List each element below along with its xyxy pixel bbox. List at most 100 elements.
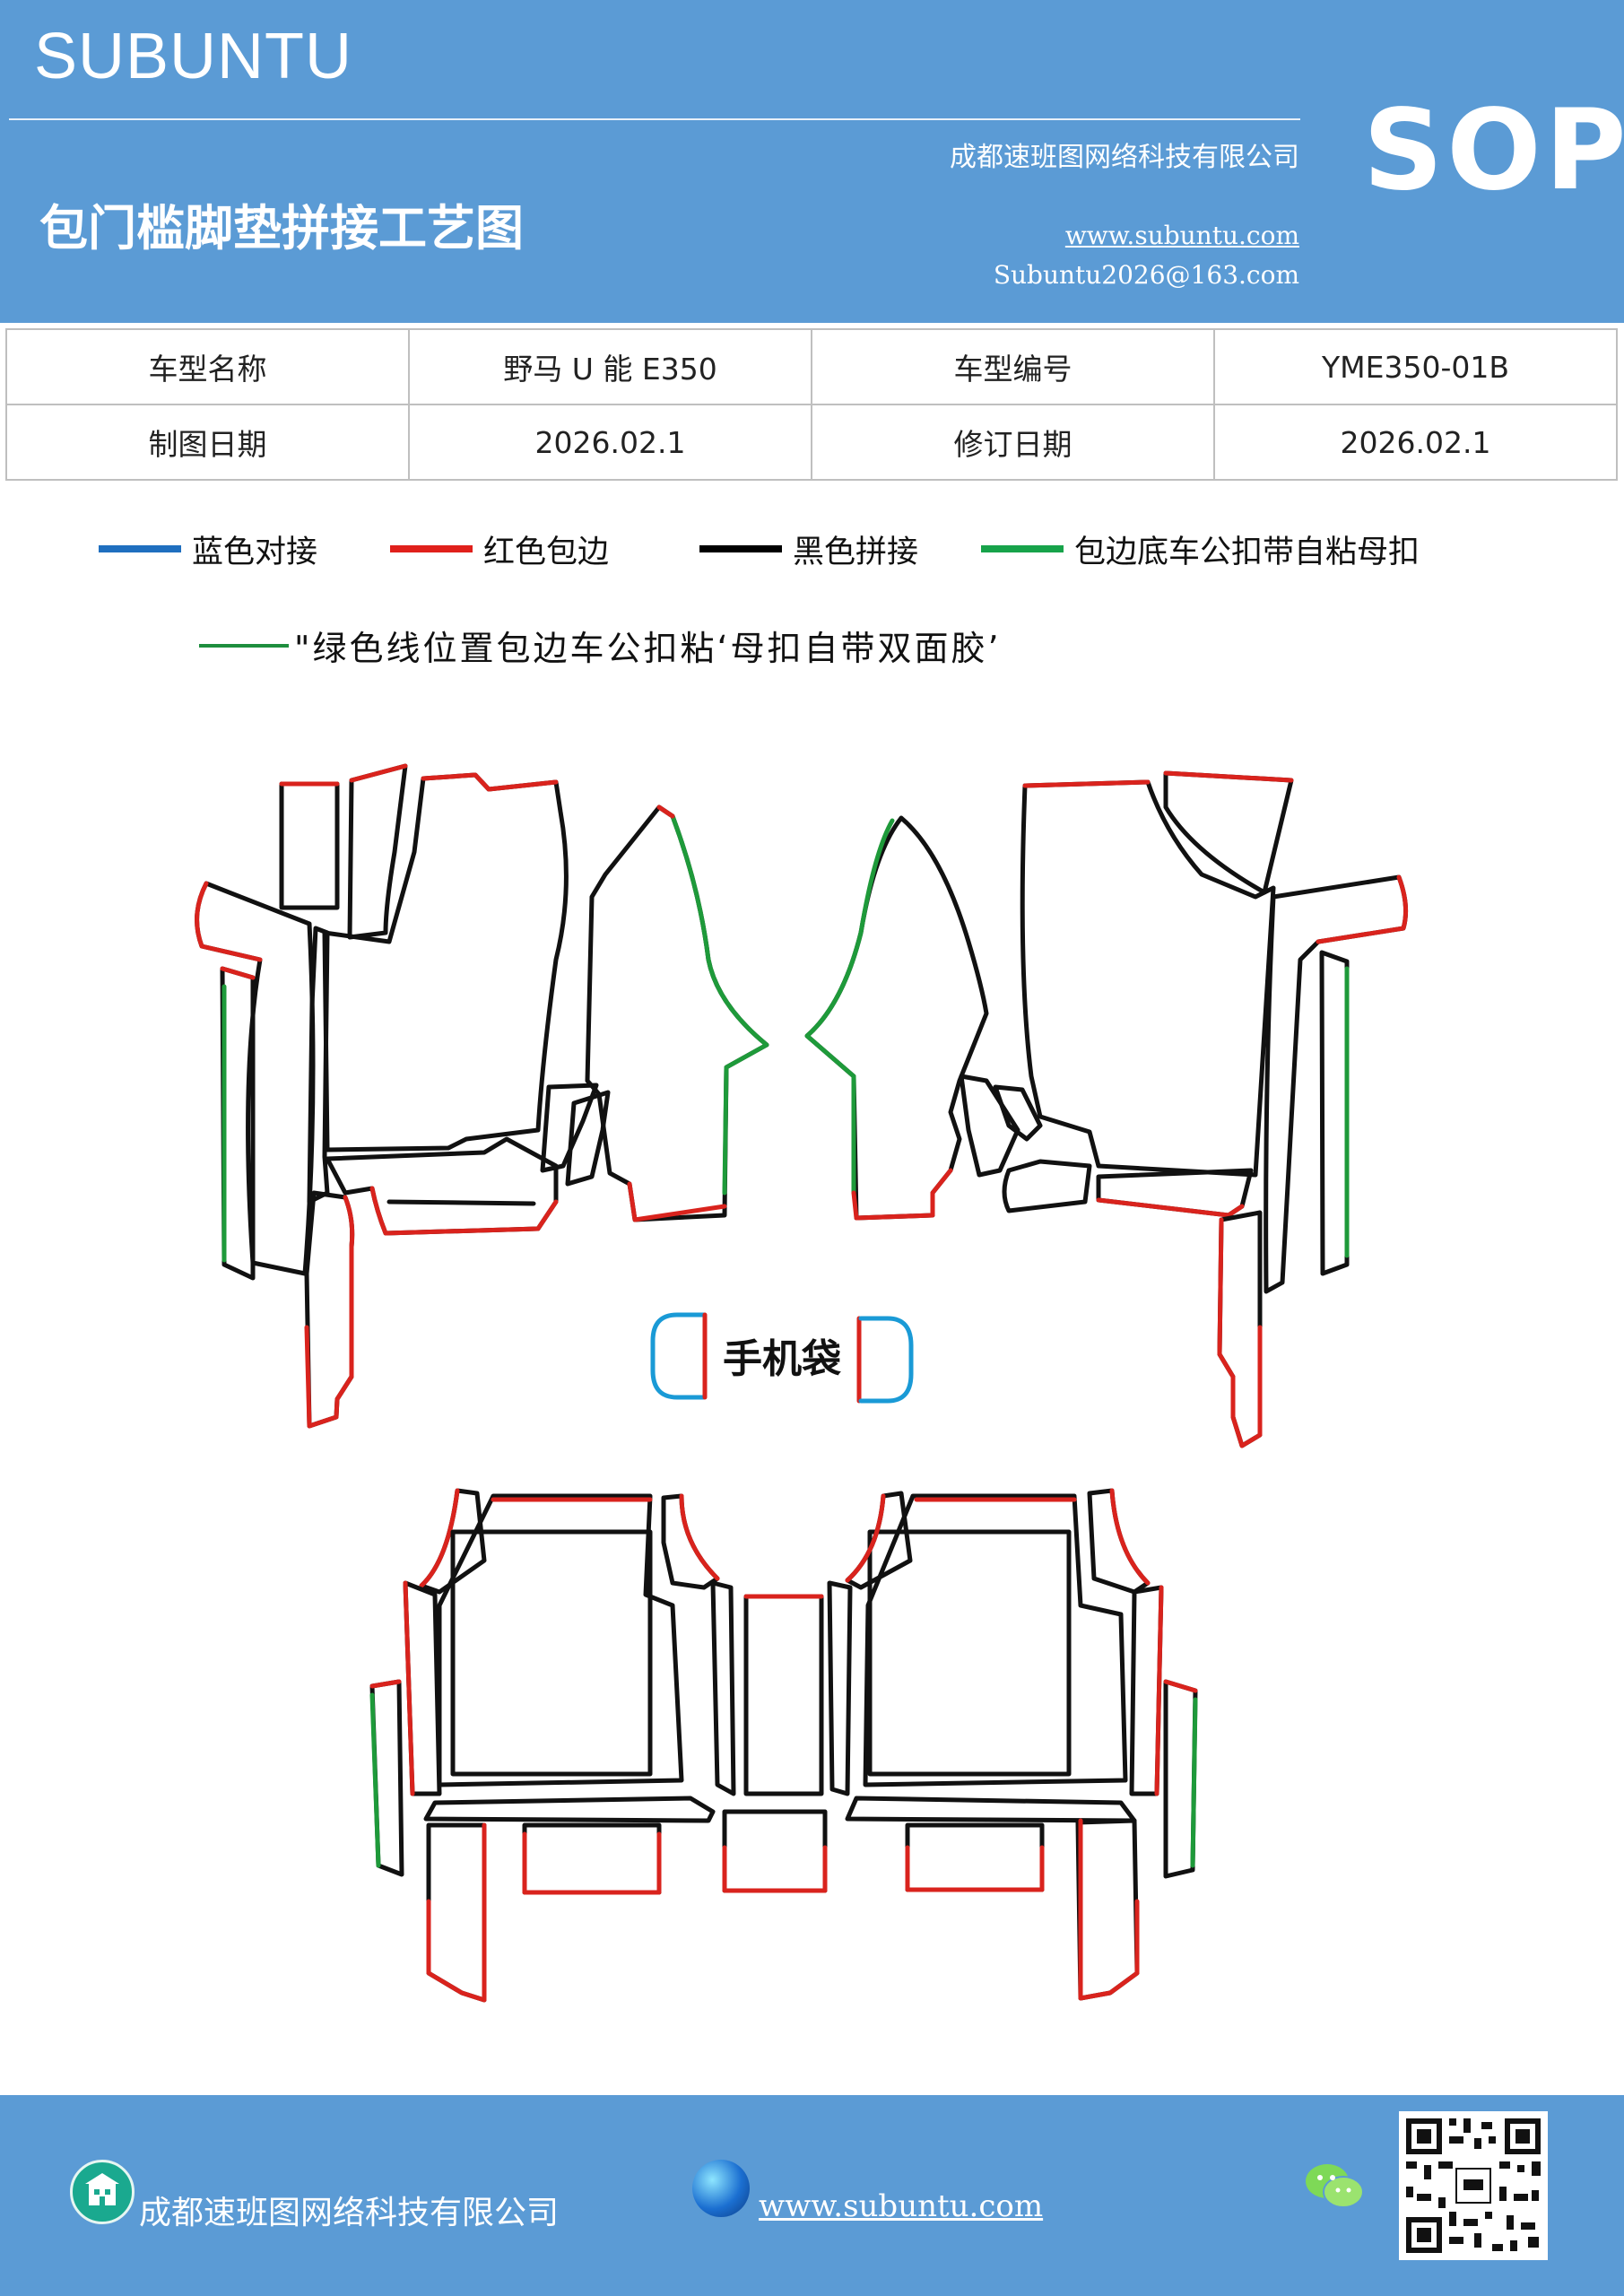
header-email[interactable]: Subuntu2026@163.com [993,260,1299,290]
table-row: 制图日期 2026.02.1 修订日期 2026.02.1 [5,404,1618,481]
sop-badge: SOP [1363,86,1624,215]
rear-right-bottom-rect-red [905,1845,1045,1892]
table-cell: 修订日期 [811,404,1215,481]
rear-right-side-red [1154,1585,1164,1796]
table-cell: 野马 U 能 E350 [408,328,812,405]
rear-left-bottom-rect [522,1822,662,1895]
header-company: 成都速班图网络科技有限公司 [950,142,1299,173]
left-slant-strip-red [349,763,408,783]
table-row: 车型名称 野马 U 能 E350 车型编号 YME350-01B [5,328,1618,405]
table-cell: 车型名称 [5,328,410,405]
globe-icon [692,2160,750,2217]
right-main-mat [1020,779,1276,1178]
left-lower-sill-inner-line [386,1199,536,1206]
brand-name: SUBUNTU [34,21,353,92]
legend-label: 红色包边 [483,534,610,570]
rear-right-outer-red [1163,1679,1198,1693]
left-lower-sill-bar [325,1136,559,1236]
legend-label: 黑色拼接 [793,534,919,570]
table-cell: 2026.02.1 [408,404,812,481]
right-lower-sill-red [1096,1197,1245,1218]
rear-right-seat-mat [863,1493,1128,1787]
rear-center-tunnel [743,1594,824,1796]
left-center-tall-red-bottom [627,1181,727,1222]
legend-label: 蓝色对接 [192,534,318,570]
right-hump-piece [959,1074,1020,1178]
left-center-tall-green [670,813,769,1196]
note-text: "绿色线位置包边车公扣粘‘母扣自带双面胶’ [294,629,1002,668]
rear-right-outer-green [1190,1697,1198,1868]
rear-left-bottom-tall [426,1822,487,2003]
table-cell: YME350-01B [1213,328,1618,405]
rear-left-seat-corner-red [679,1493,720,1581]
rear-left-lower-bar [423,1796,716,1823]
left-main-mat-red [421,772,559,792]
table-cell: 2026.02.1 [1213,404,1618,481]
left-slant-strip [347,763,408,940]
legend-black: 黑色拼接 [699,529,919,570]
rear-right-seat-inner [867,1529,1072,1777]
right-lower-sill-bar [1002,1159,1092,1213]
right-front-mat-group [804,770,1409,1448]
header-band: SUBUNTU 成都速班图网络科技有限公司 包门槛脚垫拼接工艺图 www.sub… [0,0,1624,323]
footer-band: 成都速班图网络科技有限公司 www.subuntu.com [0,2095,1624,2296]
table-cell: 车型编号 [811,328,1215,405]
left-center-tall-red-top [656,804,675,819]
legend-green: 包边底车公扣带自粘母扣 [981,529,1420,570]
rear-mat-group [369,1488,1198,2003]
rear-right-corner-left-red [845,1493,886,1583]
rear-left-corner-red [419,1488,460,1588]
header-website-link[interactable]: www.subuntu.com [1064,221,1299,250]
right-bottom-tall-piece [1217,1210,1263,1448]
left-hump-piece-2 [565,1090,611,1187]
mat-splicing-diagram: 手机袋 [195,763,1409,2003]
left-bottom-tall-piece [304,1190,355,1429]
rear-right-bottom-tall [1075,1818,1140,2001]
right-main-mat-red [1022,779,1151,788]
legend-red: 红色包边 [390,529,610,570]
rear-right-bottom-tall-red [1078,1818,1140,2001]
right-bottom-tall-red [1217,1217,1263,1448]
rear-center-bottom-red [722,1845,828,1893]
wechat-icon[interactable] [1302,2160,1367,2213]
rear-left-bottom-rect-red [522,1831,662,1895]
rear-left-outer-red [369,1679,402,1689]
rear-center-bottom [722,1809,828,1893]
footer-website-link[interactable]: www.subuntu.com [759,2188,1044,2224]
rear-right-inner-strip [827,1580,853,1796]
right-hump-piece-2 [993,1084,1043,1142]
right-center-tall-piece [804,815,989,1221]
note-swatch-green [199,643,289,648]
right-top-triangle [1163,770,1294,895]
vehicle-info-table: 车型名称 野马 U 能 E350 车型编号 YME350-01B 制图日期 20… [5,328,1618,481]
phone-bag-left-blue [650,1312,707,1400]
right-center-tall-green [804,818,895,1196]
phone-bag-group: 手机袋 [650,1312,914,1404]
left-sill-red-edge [195,881,263,962]
phone-bag-label: 手机袋 [723,1336,841,1382]
left-front-mat-group [195,763,769,1429]
left-top-rect [279,781,340,910]
table-cell: 制图日期 [5,404,410,481]
header-divider [9,118,1300,120]
phone-bag-right-blue [858,1316,914,1404]
left-outer-strip-red-top [220,966,256,980]
rear-left-outer-green [369,1692,381,1868]
rear-left-inner-strip [710,1580,736,1796]
right-center-tall-red-bottom [851,1168,953,1221]
rear-left-seat-mat [437,1493,684,1787]
legend-swatch-black [699,545,782,552]
rear-left-seat-inner [450,1529,653,1777]
right-outer-strip [1319,950,1350,1276]
left-center-tall-piece [585,804,769,1222]
left-main-mat [322,772,569,1152]
rear-right-bottom-rect [905,1822,1045,1892]
legend-swatch-red [390,545,473,552]
rear-right-lower-bar [845,1796,1137,1823]
right-top-triangle-red [1163,770,1294,783]
left-bottom-tall-red [304,1195,355,1429]
legend-label: 包边底车公扣带自粘母扣 [1074,534,1420,570]
right-sill-red-edge [1316,874,1409,944]
rear-right-corner-top [1087,1488,1151,1595]
legend-swatch-green [981,545,1064,552]
